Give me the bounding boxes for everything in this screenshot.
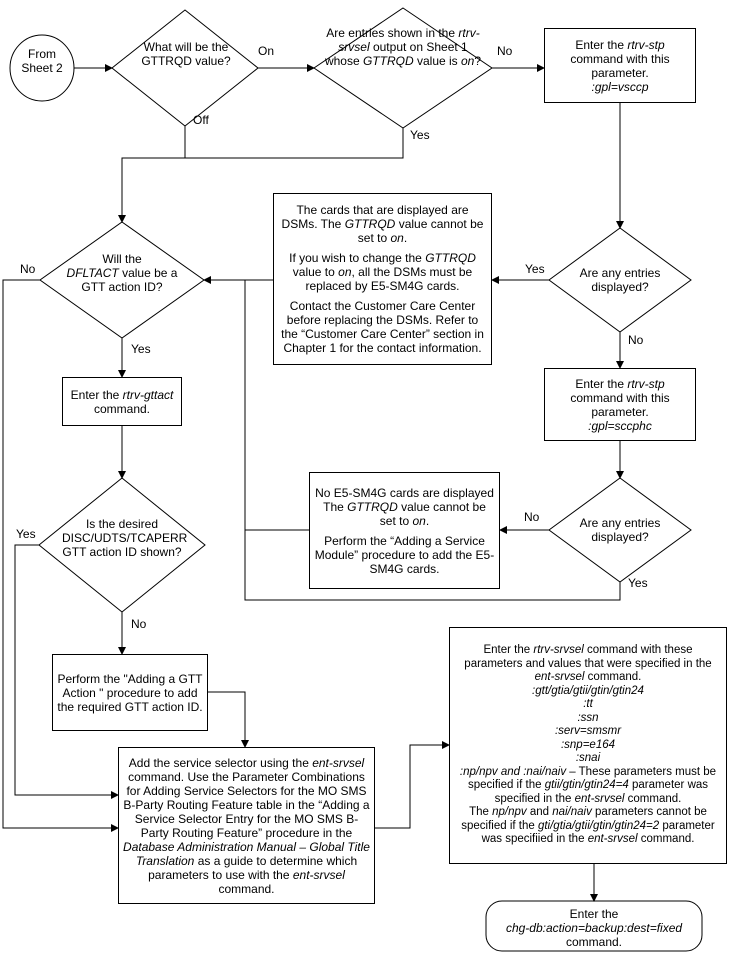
enter-rtrv-gttact-box: Enter the rtrv-gttact command.	[62, 377, 182, 426]
start-label: From Sheet 2	[21, 47, 63, 75]
label-yes-d6: Yes	[16, 527, 36, 541]
label-off: Off	[193, 113, 209, 127]
enter-rtrv-stp-sccphc-box: Enter the rtrv-stp command with this par…	[544, 368, 696, 441]
label-yes: Yes	[410, 128, 430, 142]
enter-rtrv-stp-vsccp-box: Enter the rtrv-stp command with this par…	[544, 28, 696, 103]
decision-any-entries-1-text: Are any entries displayed?	[579, 266, 661, 294]
label-yes-d4: Yes	[131, 342, 151, 356]
dsm-cards-info-box: The cards that are displayed are DSMs. T…	[273, 193, 492, 365]
label-no-d4: No	[20, 262, 36, 276]
decision-gtt-action-shown-text: Is the desired DISC/UDTS/TCAPERR GTT act…	[62, 517, 188, 559]
label-no-d6: No	[131, 617, 147, 631]
label-yes-d5: Yes	[628, 576, 648, 590]
decision-gttrqd-value	[111, 9, 259, 127]
label-no: No	[497, 44, 513, 58]
decision-any-entries-2-text: Are any entries displayed?	[579, 516, 661, 544]
decision-entries-shown-text: Are entries shown in the rtrv-srvsel out…	[324, 26, 482, 68]
enter-rtrv-srvsel-box: Enter the rtrv-srvsel command with these…	[449, 627, 727, 864]
add-service-selector-box: Add the service selector using the ent-s…	[118, 747, 375, 904]
label-no-d5: No	[524, 510, 540, 524]
decision-dfltact-text: Will the DFLTACT value be a GTT action I…	[66, 252, 178, 294]
no-e5-sm4g-info-box: No E5-SM4G cards are displayed The GTTRQ…	[309, 472, 500, 589]
label-yes-d3: Yes	[525, 262, 545, 276]
label-no-d3: No	[628, 333, 644, 347]
add-gtt-action-box: Perform the "Adding a GTT Action " proce…	[52, 654, 208, 731]
decision-gttrqd-text: What will be the GTTRQD value?	[141, 40, 231, 68]
label-on: On	[258, 44, 275, 58]
